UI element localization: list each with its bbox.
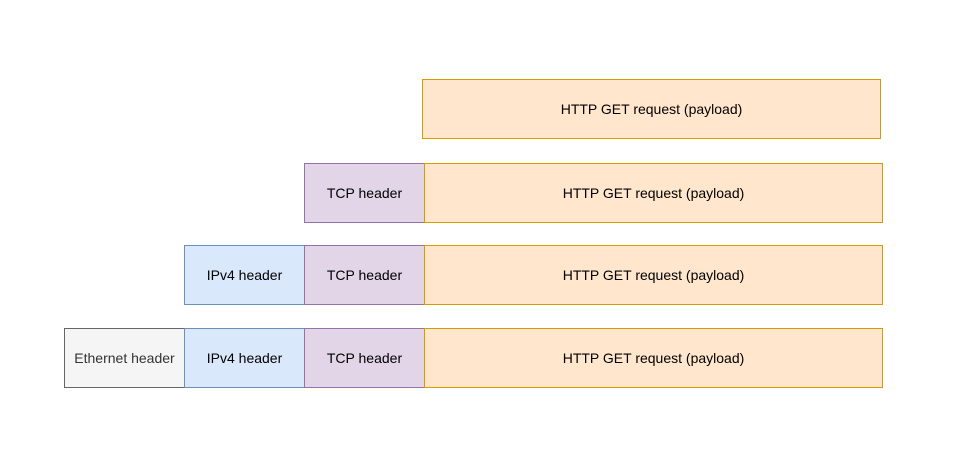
row4-ipv4-header-box: IPv4 header	[184, 328, 305, 388]
row4-ethernet-header-box: Ethernet header	[64, 328, 185, 388]
row1-payload-box: HTTP GET request (payload)	[422, 79, 881, 139]
row3-payload-box: HTTP GET request (payload)	[424, 245, 883, 305]
row3-ipv4-header-box: IPv4 header	[184, 245, 305, 305]
row2-payload-box: HTTP GET request (payload)	[424, 163, 883, 223]
row4-tcp-header-box: TCP header	[304, 328, 425, 388]
row4-payload-box: HTTP GET request (payload)	[424, 328, 883, 388]
row2-tcp-header-box: TCP header	[304, 163, 425, 223]
row3-tcp-header-box: TCP header	[304, 245, 425, 305]
